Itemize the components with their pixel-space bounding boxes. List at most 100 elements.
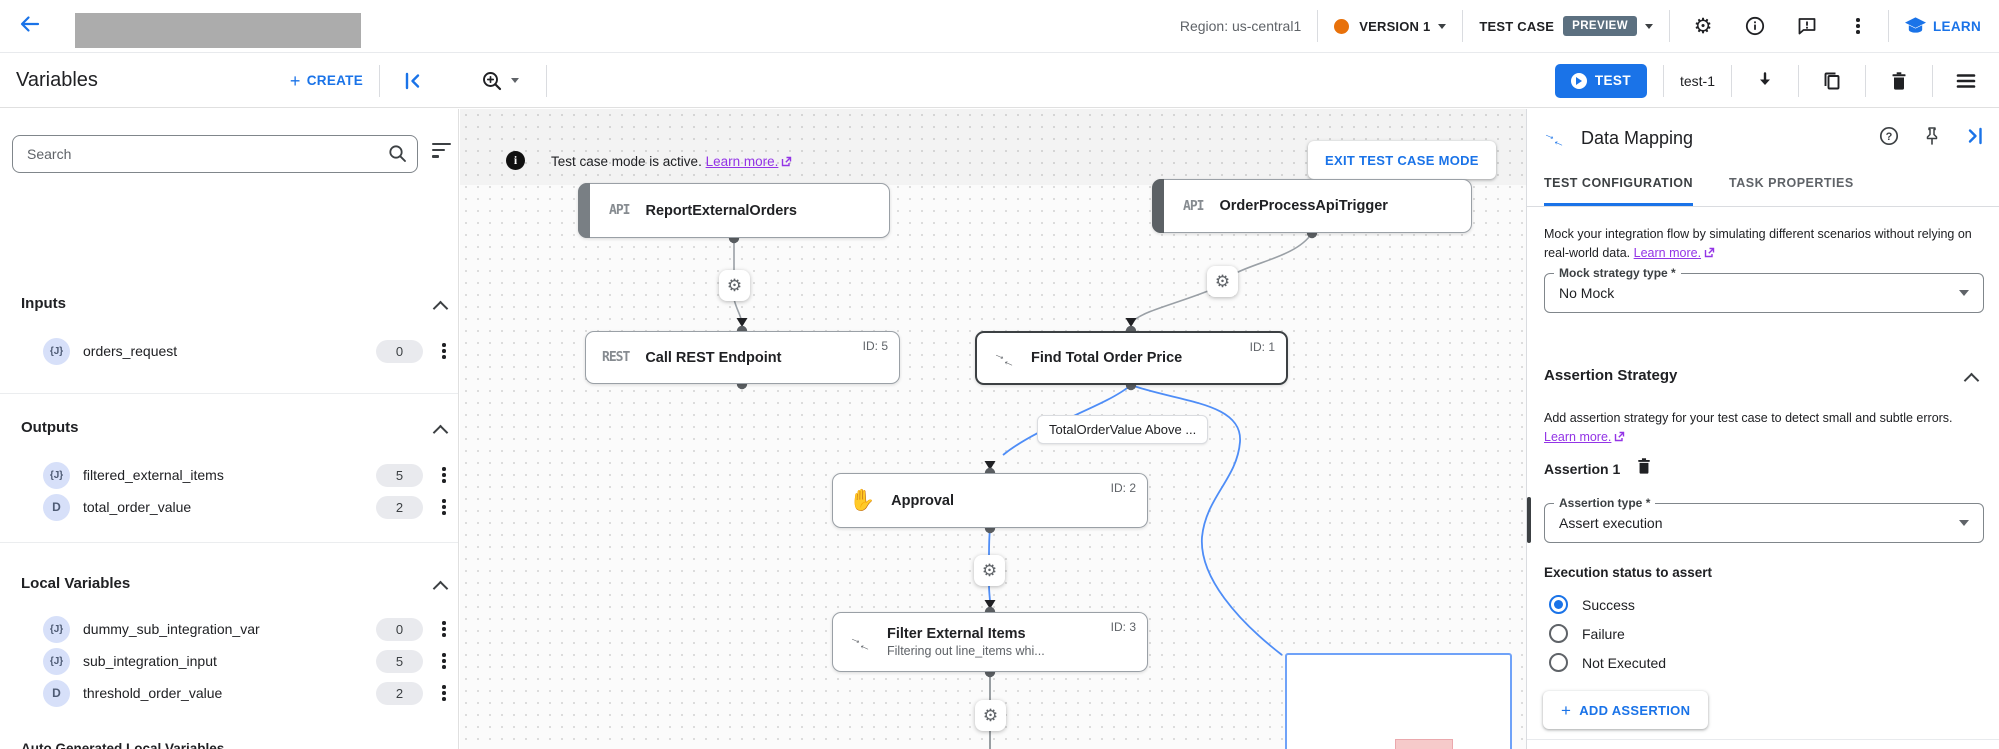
info-icon[interactable] — [1738, 9, 1772, 43]
page-title: Variables — [16, 69, 98, 91]
download-icon[interactable] — [1748, 64, 1782, 98]
collapse-chevron-icon[interactable] — [434, 579, 447, 592]
settings-gear-icon[interactable]: ⚙ — [1693, 14, 1713, 38]
edge-gear-icon[interactable]: ⚙ — [1207, 266, 1238, 297]
pin-icon[interactable] — [1923, 126, 1941, 151]
learn-button[interactable]: LEARN — [1905, 17, 1981, 35]
node-title: Approval — [891, 492, 954, 509]
data-mapping-panel: →← Data Mapping ? TEST CONFIGURATION TAS… — [1526, 109, 1999, 749]
variable-row[interactable]: {J} sub_integration_input 5 — [0, 646, 458, 676]
variable-row[interactable]: {J} orders_request 0 — [0, 336, 458, 366]
variable-name: orders_request — [83, 343, 178, 359]
kebab-menu-icon[interactable] — [429, 685, 458, 701]
more-options-kebab-icon[interactable] — [1838, 9, 1872, 43]
integration-flow-canvas[interactable]: i Test case mode is active. Learn more. … — [460, 109, 1526, 749]
collapse-panel-icon[interactable] — [1965, 126, 1985, 151]
kebab-menu-icon[interactable] — [429, 621, 458, 637]
collapse-chevron-icon[interactable] — [434, 423, 447, 436]
log-list-icon[interactable] — [1949, 64, 1983, 98]
feedback-icon[interactable] — [1790, 9, 1824, 43]
node-report-external-orders[interactable]: API ReportExternalOrders — [578, 183, 890, 238]
kebab-menu-icon[interactable] — [429, 467, 458, 483]
overlay-highlight — [1395, 739, 1453, 749]
mock-strategy-select[interactable]: Mock strategy type * No Mock — [1544, 266, 1984, 313]
json-type-icon: {J} — [43, 337, 70, 365]
search-input[interactable] — [12, 135, 418, 173]
radio-selected-icon — [1549, 595, 1568, 614]
json-type-icon: {J} — [43, 615, 70, 643]
data-mapping-icon: →← — [847, 629, 875, 655]
kebab-menu-icon[interactable] — [429, 343, 458, 359]
learn-more-link[interactable]: Learn more. — [1633, 245, 1702, 260]
external-link-icon — [781, 155, 792, 170]
learn-label: LEARN — [1933, 18, 1981, 34]
learn-more-link[interactable]: Learn more. — [705, 154, 779, 169]
collapse-chevron-icon[interactable] — [434, 299, 447, 312]
variable-row[interactable]: {J} dummy_sub_integration_var 0 — [0, 614, 458, 644]
node-id: ID: 5 — [862, 339, 888, 353]
chevron-down-icon — [1959, 520, 1969, 526]
node-find-total-order-price[interactable]: →← Find Total Order Price ID: 1 — [975, 331, 1288, 385]
trigger-bar — [1152, 179, 1164, 233]
tab-test-configuration[interactable]: TEST CONFIGURATION — [1544, 176, 1694, 206]
divider — [1317, 10, 1319, 42]
collapse-sidebar-icon[interactable] — [396, 64, 430, 98]
edge-gear-icon[interactable]: ⚙ — [719, 270, 750, 301]
section-divider — [0, 393, 458, 394]
help-icon[interactable]: ? — [1879, 126, 1899, 151]
zoom-control[interactable] — [470, 64, 530, 98]
radio-not-executed[interactable]: Not Executed — [1549, 653, 1666, 672]
variable-name: filtered_external_items — [83, 467, 224, 483]
node-call-rest-endpoint[interactable]: REST Call REST Endpoint ID: 5 — [585, 331, 900, 384]
test-case-selector[interactable]: TEST CASE PREVIEW — [1479, 16, 1653, 36]
double-type-icon: D — [43, 679, 70, 707]
radio-failure[interactable]: Failure — [1549, 624, 1625, 643]
variables-toolbar: Variables + CREATE TEST test-1 — [0, 54, 1999, 108]
learn-more-link[interactable]: Learn more. — [1544, 429, 1612, 444]
copy-icon[interactable] — [1815, 64, 1849, 98]
divider — [1462, 10, 1464, 42]
tab-task-properties[interactable]: TASK PROPERTIES — [1729, 176, 1854, 190]
divider — [379, 64, 381, 97]
node-order-process-api-trigger[interactable]: API OrderProcessApiTrigger — [1152, 179, 1472, 233]
top-app-bar: Region: us-central1 VERSION 1 TEST CASE … — [0, 0, 1999, 53]
double-type-icon: D — [43, 493, 70, 521]
plus-icon: + — [289, 70, 301, 91]
api-badge: API — [609, 203, 631, 218]
create-variable-button[interactable]: + CREATE — [290, 72, 363, 90]
usage-count-badge: 0 — [376, 617, 423, 641]
approval-hand-icon: ✋ — [849, 488, 876, 512]
variable-row[interactable]: {J} filtered_external_items 5 — [0, 460, 458, 490]
node-title: Find Total Order Price — [1031, 350, 1183, 366]
panel-title: Data Mapping — [1581, 127, 1694, 148]
panel-divider — [1527, 739, 1999, 740]
delete-trash-icon[interactable] — [1882, 64, 1916, 98]
divider — [1731, 64, 1732, 97]
scrollbar-thumb[interactable] — [1527, 497, 1531, 543]
variable-row[interactable]: D threshold_order_value 2 — [0, 678, 458, 708]
variable-row[interactable]: D total_order_value 2 — [0, 492, 458, 522]
node-approval[interactable]: ✋ Approval ID: 2 — [832, 473, 1148, 528]
edge-condition-label[interactable]: TotalOrderValue Above ... — [1037, 415, 1209, 444]
exit-test-case-mode-button[interactable]: EXIT TEST CASE MODE — [1308, 141, 1496, 179]
assertion-type-select[interactable]: Assertion type * Assert execution — [1544, 496, 1984, 543]
sort-filter-icon[interactable] — [432, 143, 452, 162]
radio-success[interactable]: Success — [1549, 595, 1635, 614]
info-icon: i — [506, 151, 525, 170]
node-title: ReportExternalOrders — [645, 202, 797, 219]
edge-gear-icon[interactable]: ⚙ — [975, 700, 1006, 731]
version-selector[interactable]: VERSION 1 — [1334, 18, 1447, 34]
data-mapping-icon: →← — [991, 345, 1019, 371]
kebab-menu-icon[interactable] — [429, 653, 458, 669]
node-filter-external-items[interactable]: →← Filter External Items Filtering out l… — [832, 612, 1148, 672]
collapse-chevron-icon[interactable] — [1965, 371, 1979, 385]
delete-assertion-icon[interactable] — [1636, 457, 1652, 480]
add-assertion-button[interactable]: + ADD ASSERTION — [1543, 691, 1709, 729]
auto-generated-section-header: Auto Generated Local Variables — [21, 741, 225, 749]
edge-gear-icon[interactable]: ⚙ — [974, 555, 1005, 586]
back-arrow-icon[interactable] — [18, 13, 40, 40]
kebab-menu-icon[interactable] — [429, 499, 458, 515]
divider — [1662, 64, 1664, 97]
test-button[interactable]: TEST — [1554, 63, 1647, 98]
node-id: ID: 1 — [1249, 340, 1275, 354]
